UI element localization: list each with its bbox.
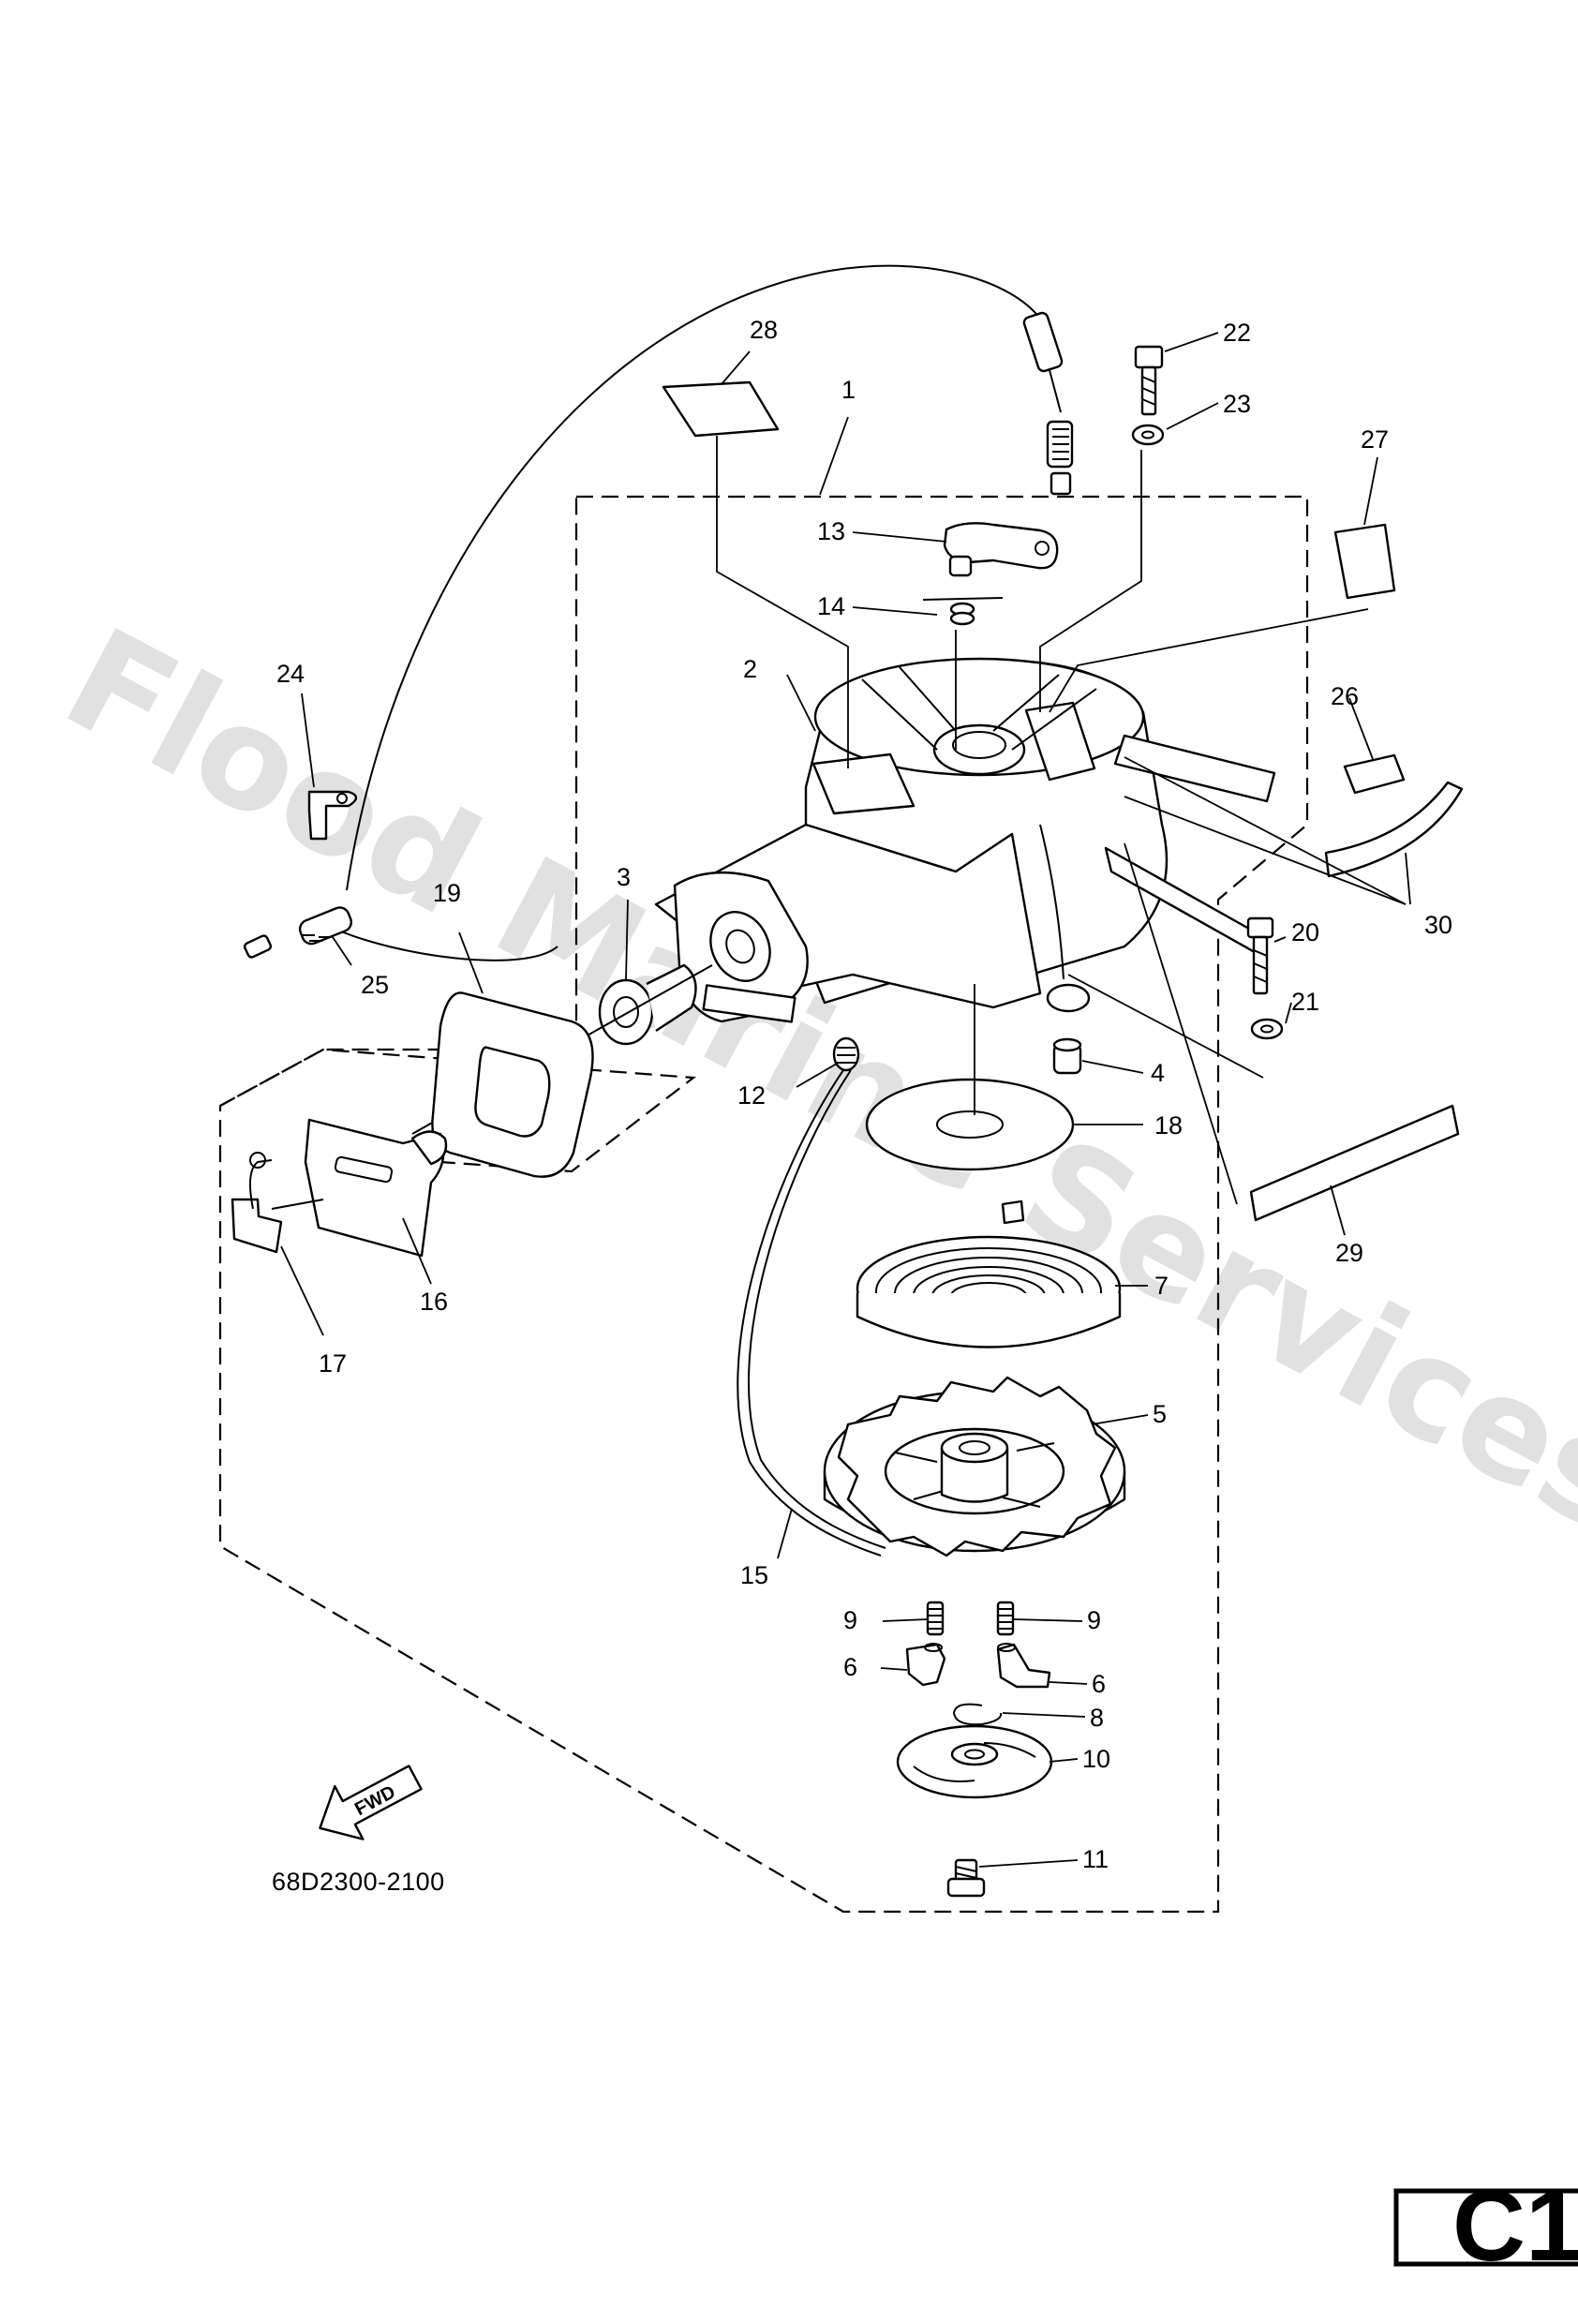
callout-23: 23 [1223,390,1251,418]
part-22-bolt [1134,345,1164,416]
stop-cable [243,264,1074,961]
assembly-1-outline [218,495,1309,1914]
page-tag-box: C1 [1393,2168,1578,2282]
part-12-rope-guide [832,1036,860,1072]
callout-9-right: 9 [1087,1606,1101,1634]
callout-8: 8 [1090,1704,1104,1732]
callout-16: 16 [420,1288,448,1316]
callout-22: 22 [1223,319,1251,347]
callout-28: 28 [750,316,778,344]
part-6-pawl-left [905,1643,946,1687]
part-18-plate [865,1078,1075,1171]
part-15-rope [737,1069,882,1557]
part-28-label [662,380,780,438]
page-tag: C1 [1452,2168,1578,2282]
callout-20: 20 [1291,918,1319,946]
callout-24: 24 [276,660,305,688]
part-10-drive-plate [896,1724,1053,1799]
part-16-handle [304,1118,448,1258]
callout-2: 2 [743,655,757,683]
callout-6-right: 6 [1092,1670,1106,1698]
part-5-pulley [823,1376,1126,1557]
part-6-pawl-right [996,1643,1051,1689]
part-27-label [1333,523,1396,600]
callout-10: 10 [1082,1745,1110,1773]
part-19-seal [431,991,594,1178]
part-29-label [1249,1104,1460,1222]
callout-19: 19 [433,879,461,907]
callout-26: 26 [1331,682,1359,710]
callout-4: 4 [1151,1059,1165,1087]
callout-1: 1 [841,376,856,404]
watermark-text: Flood Marine Services [40,598,1578,1564]
leader-lines [280,332,1411,1868]
cable-end-fitting [243,906,353,959]
callout-3: 3 [617,863,631,891]
callout-17: 17 [319,1349,347,1378]
callout-30: 30 [1424,911,1452,939]
callout-11: 11 [1082,1845,1109,1873]
callout-25: 25 [361,971,389,999]
part-7-spiral-spring [856,1199,1122,1348]
callout-29: 29 [1335,1239,1363,1267]
drawing-code: 68D2300-2100 [272,1868,445,1896]
part-9-spring-left [926,1601,945,1636]
part-30-guide [1324,781,1464,878]
part-14-spring [922,597,1004,626]
part-8-circlip [952,1703,1003,1726]
callouts: 1 2 3 4 5 6 6 7 8 9 9 10 11 12 13 14 15 … [276,316,1452,1873]
handle-mount [673,871,809,1023]
part-21-washer [1250,1018,1284,1040]
part-26-label [1343,753,1406,795]
part-13-lever [943,522,1059,577]
part-20-bolt [1246,916,1274,995]
part-17-clip [231,1152,324,1254]
callout-15: 15 [740,1561,768,1589]
part-4-collar [1052,1037,1082,1075]
callout-13: 13 [817,517,845,545]
part-2-starter-case [654,657,1276,1013]
part-9-spring-right [996,1601,1015,1636]
part-11-screw [946,1858,986,1898]
callout-21: 21 [1291,988,1319,1016]
watermark: Flood Marine Services [40,598,1578,1564]
callout-6-left: 6 [843,1653,857,1681]
callout-14: 14 [817,592,845,620]
callout-18: 18 [1154,1111,1183,1140]
callout-27: 27 [1361,425,1389,454]
fwd-arrow-icon: FWD [319,1765,423,1840]
callout-9-left: 9 [843,1606,857,1634]
callout-5: 5 [1153,1400,1167,1428]
part-24-bracket [307,790,358,841]
callout-12: 12 [737,1081,766,1110]
callout-7: 7 [1154,1272,1169,1300]
part-23-washer [1131,424,1165,446]
